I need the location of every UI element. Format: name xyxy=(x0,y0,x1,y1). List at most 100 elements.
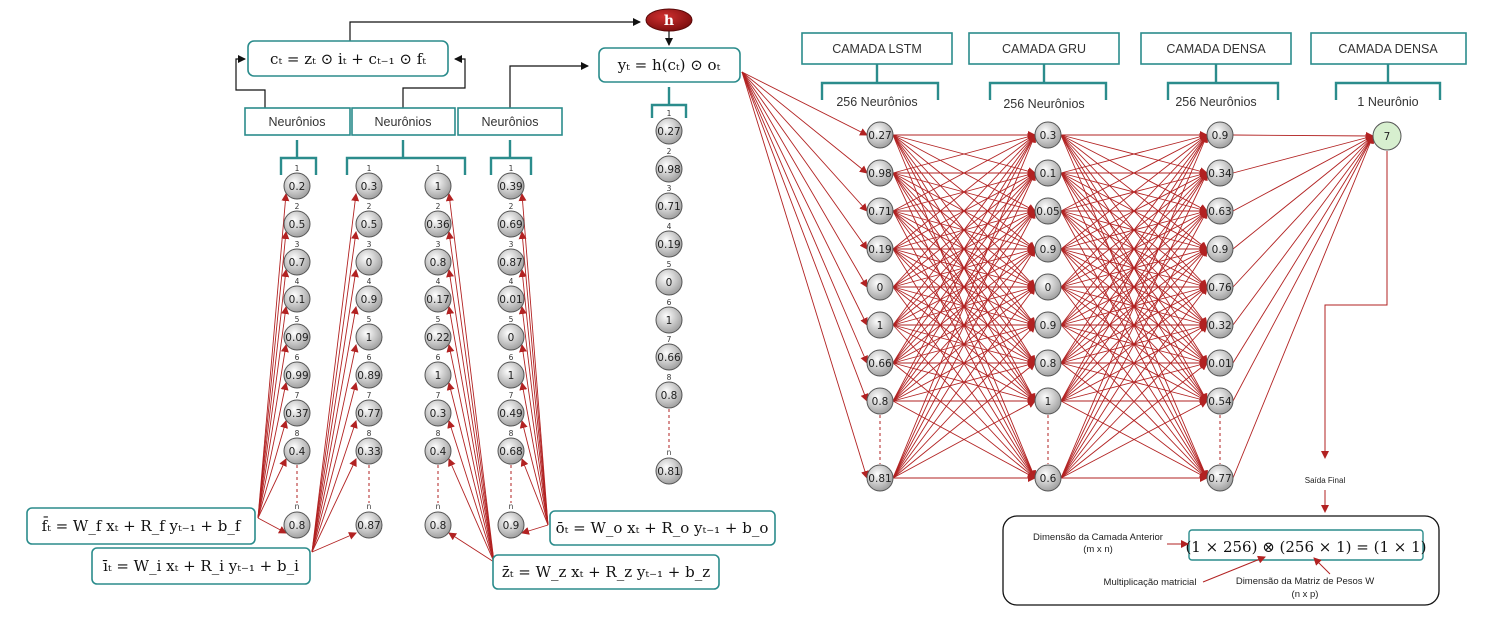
i-to-gate-arrow xyxy=(311,458,357,553)
index-label: 2 xyxy=(367,202,372,211)
gate-1-neuron-4-value: 0.9 xyxy=(361,294,378,306)
layer-0-neuron-4-value: 0.19 xyxy=(868,244,891,256)
i-to-gate-arrow xyxy=(311,306,359,553)
y-neuron-4-value: 0.19 xyxy=(657,239,680,251)
c-equation: cₜ = zₜ ⊙ iₜ + cₜ₋₁ ⊙ fₜ xyxy=(270,50,426,68)
f-to-gate-arrow xyxy=(257,306,290,519)
index-label: 2 xyxy=(295,202,300,211)
weights-dim-sub: (n x p) xyxy=(1292,589,1319,600)
output-path-arrow xyxy=(1321,151,1388,459)
gate-2-neuron-n-value: 0.8 xyxy=(430,520,447,532)
index-label: 3 xyxy=(667,184,672,193)
layer-1-neuron-7 xyxy=(1034,349,1062,377)
layer-1-neuron-4-value: 0.9 xyxy=(1040,244,1057,256)
dense-connection xyxy=(892,400,1036,479)
i-to-gate-arrow xyxy=(311,344,359,553)
y-neuron-5 xyxy=(655,268,683,296)
gate-3-neuron-6-value: 1 xyxy=(508,370,515,382)
layer-0-neuron-7 xyxy=(866,349,894,377)
dense-connection xyxy=(892,286,1036,479)
index-label: 6 xyxy=(295,353,300,362)
layer-1-neuron-6-value: 0.9 xyxy=(1040,320,1057,332)
layer-0-neuron-6-value: 1 xyxy=(877,320,884,332)
y-neuron-5-value: 0 xyxy=(666,277,673,289)
gate-1-neuron-3-value: 0 xyxy=(366,257,373,269)
gate-1-neuron-2 xyxy=(355,210,383,238)
dense-connection xyxy=(892,172,1036,402)
gate-1-neuron-n-value: 0.87 xyxy=(357,520,380,532)
layer-1-neuron-3-value: 0.05 xyxy=(1036,206,1059,218)
layer-1-neuron-2-value: 0.1 xyxy=(1040,168,1057,180)
y-neuron-2 xyxy=(655,155,683,183)
connector-iz-to-c xyxy=(402,55,466,108)
layer-1-neuron-4 xyxy=(1034,235,1062,263)
dense-connection xyxy=(892,324,1036,479)
index-label: 3 xyxy=(367,240,372,249)
o-to-gate-arrow xyxy=(519,382,549,526)
layer-2-neuron-5 xyxy=(1206,273,1234,301)
f-equation-box xyxy=(26,507,256,545)
index-label: 3 xyxy=(436,240,441,249)
o-to-gate-arrow xyxy=(518,231,549,526)
gate-2-neuron-4-value: 0.17 xyxy=(426,294,449,306)
gate-2-neuron-7-value: 0.3 xyxy=(430,408,447,420)
h-node xyxy=(645,8,693,32)
index-label: n xyxy=(667,448,672,457)
gate-1-neuron-n xyxy=(355,511,383,539)
layer-0-neuron-5 xyxy=(866,273,894,301)
gate-2-neuron-5 xyxy=(424,323,452,351)
output-neuron xyxy=(1372,121,1402,151)
dense-connection xyxy=(1060,134,1208,364)
z-to-gate-arrow xyxy=(447,420,495,563)
index-label: 1 xyxy=(667,109,672,118)
f-to-gate-arrow xyxy=(257,517,287,534)
dense-connection xyxy=(892,210,1036,479)
gate-2-neuron-6 xyxy=(424,361,452,389)
index-label: 4 xyxy=(667,222,672,231)
o-to-gate-arrow xyxy=(519,344,549,526)
index-label: 2 xyxy=(436,202,441,211)
index-label: n xyxy=(509,502,514,511)
i-to-gate-arrow xyxy=(311,231,360,553)
dense-connection xyxy=(892,134,1036,250)
index-label: 7 xyxy=(436,391,441,400)
neurons-label-o: Neurônios xyxy=(482,115,539,129)
dense-connection xyxy=(1060,172,1208,402)
dense-connection xyxy=(892,134,1036,326)
gate-2-neuron-3-value: 0.8 xyxy=(430,257,447,269)
gate-0-neuron-2 xyxy=(283,210,311,238)
y-to-lstm-arrow xyxy=(741,71,868,326)
gate-2-neuron-8 xyxy=(424,437,452,465)
y-neuron-4 xyxy=(655,230,683,258)
dense-connection xyxy=(1060,134,1208,479)
connector-o-to-y xyxy=(509,62,589,108)
to-output-arrow xyxy=(1232,131,1374,140)
f-equation: f̄ₜ = W_f xₜ + R_f yₜ₋₁ + b_f xyxy=(42,517,242,535)
index-label: 1 xyxy=(436,164,441,173)
o-to-gate-arrow xyxy=(518,269,549,526)
z-to-gate-arrow xyxy=(446,306,495,563)
layer-title-lstm: CAMADA LSTM xyxy=(832,42,922,56)
dense-connection xyxy=(1060,172,1208,479)
layer-2-neuron-6-value: 0.32 xyxy=(1208,320,1231,332)
gate-3-neuron-7 xyxy=(497,399,525,427)
index-label: 6 xyxy=(367,353,372,362)
gate-1-neuron-4 xyxy=(355,285,383,313)
y-equation-box xyxy=(598,47,741,83)
weights-arrow xyxy=(1313,557,1331,575)
to-output-arrow xyxy=(1232,135,1374,288)
y-neuron-n xyxy=(655,457,683,485)
connector-c-to-h xyxy=(349,18,641,41)
dense-connection xyxy=(892,132,1036,174)
gate-1-neuron-5 xyxy=(355,323,383,351)
y-to-lstm-arrow xyxy=(741,71,869,479)
gate-0-neuron-n-value: 0.8 xyxy=(289,520,306,532)
layer-neuron-count: 256 Neurônios xyxy=(1175,95,1256,109)
layer-2-neuron-7 xyxy=(1206,349,1234,377)
layer-neuron-count: 256 Neurônios xyxy=(1003,97,1084,111)
index-label: n xyxy=(436,502,441,511)
gate-3-neuron-2-value: 0.69 xyxy=(499,219,522,231)
layer-2-neuron-2 xyxy=(1206,159,1234,187)
gate-2-neuron-2 xyxy=(424,210,452,238)
